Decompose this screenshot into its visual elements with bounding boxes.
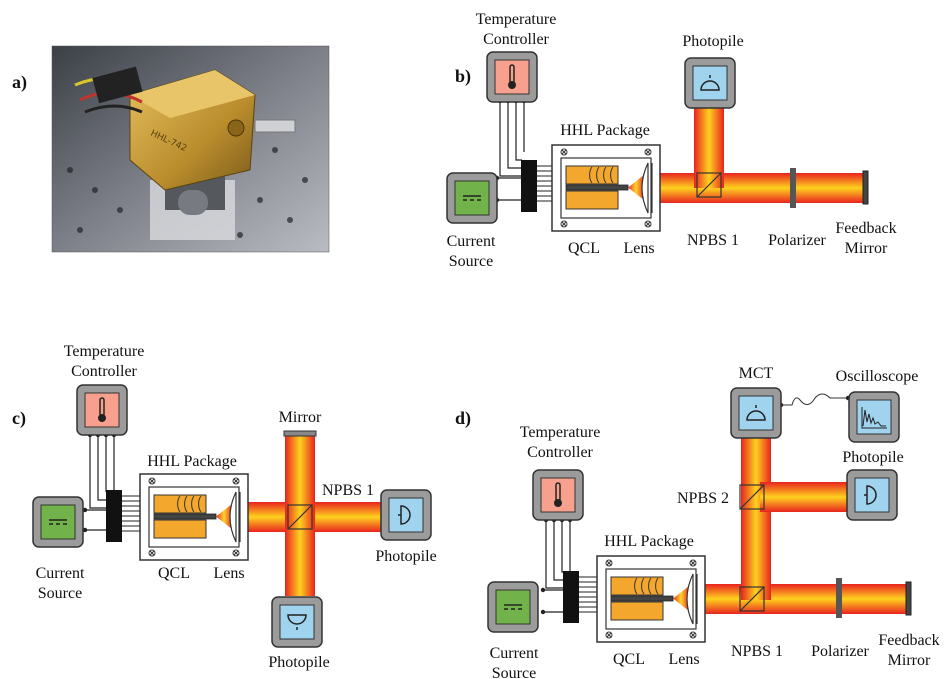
label-current: Current	[447, 233, 496, 250]
label-lens: Lens	[668, 651, 699, 668]
panel-d-label: d)	[455, 408, 471, 429]
label-feedback: Feedback	[835, 220, 896, 237]
hhl-package	[139, 473, 249, 561]
label-polarizer: Polarizer	[811, 643, 869, 660]
current-source	[32, 496, 84, 548]
label-npbs1: NPBS 1	[731, 643, 783, 660]
label-feedback: Feedback	[878, 632, 939, 649]
label-qcl: QCL	[158, 565, 190, 582]
current-wires	[497, 177, 522, 201]
label-source: Source	[492, 665, 536, 679]
label-current: Current	[490, 645, 539, 662]
temperature-controller	[76, 384, 128, 436]
current-source	[446, 172, 498, 224]
label-hhl-package: HHL Package	[604, 533, 694, 550]
panel-b: b) Temperat	[446, 11, 897, 270]
panel-a: a) HHL-742	[12, 45, 330, 253]
label-mirror: Mirror	[845, 240, 888, 257]
beam-vertical	[285, 436, 315, 596]
wire-harness	[122, 495, 142, 532]
label-controller: Controller	[527, 444, 593, 461]
label-temperature: Temperature	[520, 424, 601, 441]
beam-main	[700, 584, 908, 614]
panel-d: d) MCT	[455, 365, 940, 679]
label-mct: MCT	[739, 365, 774, 382]
panel-b-label: b)	[455, 66, 471, 87]
connector-block	[106, 490, 122, 542]
photopile-bottom	[271, 596, 323, 648]
label-hhl-package: HHL Package	[147, 453, 237, 470]
label-polarizer: Polarizer	[768, 232, 826, 249]
label-source: Source	[449, 253, 493, 270]
feedback-mirror	[905, 581, 912, 616]
beam-main	[657, 173, 864, 203]
label-lens: Lens	[623, 240, 654, 257]
label-mirror: Mirror	[888, 652, 931, 669]
current-wires	[85, 509, 107, 531]
mirror	[283, 430, 317, 437]
label-current: Current	[36, 565, 85, 582]
polarizer	[790, 168, 796, 208]
label-photopile-bottom: Photopile	[268, 654, 329, 671]
connector-block	[521, 160, 537, 212]
current-source	[487, 581, 539, 633]
photopile	[684, 57, 736, 109]
label-lens: Lens	[213, 565, 244, 582]
label-oscilloscope: Oscilloscope	[836, 368, 919, 385]
beam-to-photopile	[694, 108, 724, 188]
label-qcl: QCL	[568, 240, 600, 257]
label-photopile: Photopile	[682, 33, 743, 50]
temperature-wires	[89, 435, 115, 509]
temperature-controller	[486, 51, 538, 103]
label-qcl: QCL	[613, 651, 645, 668]
polarizer	[836, 578, 842, 618]
label-source: Source	[38, 585, 82, 602]
mct-detector	[730, 387, 782, 439]
photopile-right	[380, 489, 432, 541]
hhl-package	[596, 555, 706, 643]
label-npbs2: NPBS 2	[677, 490, 729, 507]
hhl-package	[551, 144, 661, 232]
temperature-wires	[545, 520, 571, 589]
wire-harness	[579, 576, 598, 613]
panel-a-label: a)	[12, 72, 27, 93]
feedback-mirror	[862, 170, 869, 205]
scope-cable	[781, 393, 848, 406]
label-controller: Controller	[71, 363, 137, 380]
label-temperature: Temperature	[64, 343, 145, 360]
current-wires	[543, 589, 564, 613]
panel-c-label: c)	[12, 408, 26, 429]
label-mirror: Mirror	[279, 409, 322, 426]
oscilloscope	[848, 391, 900, 443]
label-hhl-package: HHL Package	[560, 122, 650, 139]
label-temperature: Temperature	[476, 11, 557, 28]
photopile	[846, 469, 898, 521]
label-photopile-right: Photopile	[375, 548, 436, 565]
beam-vertical	[741, 430, 771, 600]
label-controller: Controller	[483, 31, 549, 48]
panel-c: c) Temperature Controller Mi	[12, 343, 437, 671]
label-photopile: Photopile	[842, 449, 903, 466]
label-npbs1: NPBS 1	[687, 232, 739, 249]
beam-to-photopile	[760, 482, 848, 512]
temperature-wires	[499, 101, 525, 177]
label-npbs1: NPBS 1	[322, 482, 374, 499]
device-photo: HHL-742	[51, 45, 330, 253]
connector-block	[563, 571, 579, 623]
temperature-controller	[532, 469, 584, 521]
